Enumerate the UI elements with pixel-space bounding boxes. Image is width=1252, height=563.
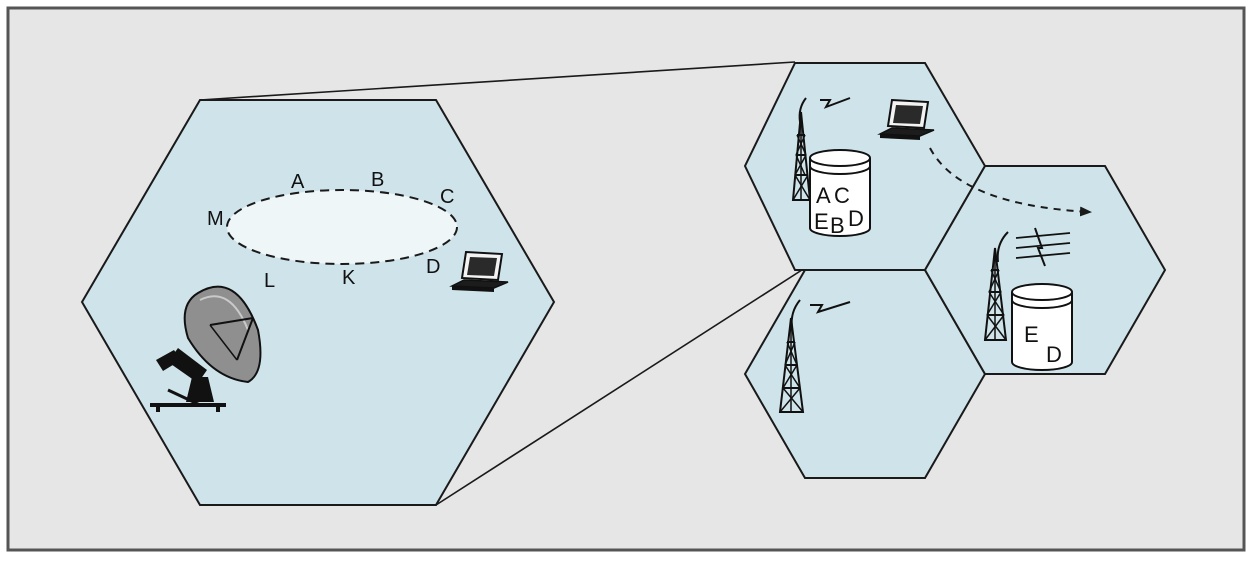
top-cell: A C E B D [743,62,987,271]
orbit-ellipse [226,189,458,265]
bottom-cell [743,269,987,479]
laptop-icon [877,98,935,140]
orbit-label-c: C [440,186,454,208]
orbit-label-d: D [426,256,440,278]
orbit-label-k: K [342,267,356,289]
right-hexagon [923,165,1167,375]
database-icon [1011,283,1073,371]
radio-tower-icon [791,97,851,201]
handoff-arrow [929,147,1092,217]
radio-tower-icon [778,299,851,413]
top-db-label-3: E [814,209,829,234]
database-icon [809,149,871,237]
satellite-dish-icon [150,285,262,412]
laptop-icon [449,250,509,292]
right-db-label-1: E [1024,322,1039,347]
large-cell: A B C M D K L [80,99,556,506]
radio-tower-icon [983,227,1071,341]
top-db-label-5: D [848,206,864,231]
right-cell: E D [923,165,1167,375]
orbit-label-b: B [371,169,384,191]
top-db-label-4: B [830,213,845,238]
top-db-label-2: C [834,183,850,208]
orbit-label-a: A [291,171,305,193]
orbit-label-l: L [264,270,275,292]
top-db-label-1: A [816,183,831,208]
right-db-label-2: D [1046,342,1062,367]
zoom-line-top [199,61,796,101]
orbit-label-m: M [207,208,224,230]
zoom-line-bottom [435,267,806,506]
